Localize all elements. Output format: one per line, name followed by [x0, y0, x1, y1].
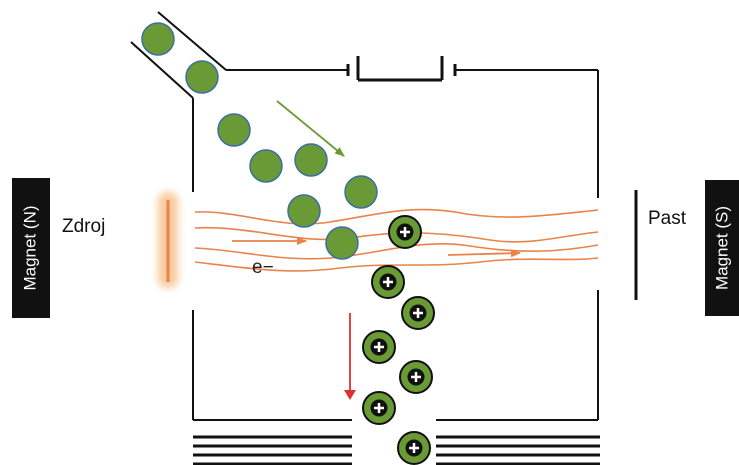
magnet-north-block [12, 178, 50, 318]
gas-inlet-wall-lower [130, 41, 194, 99]
neutral-atom [287, 194, 321, 228]
positive-ion [362, 391, 396, 425]
chamber-outline [130, 11, 599, 421]
neutral-atom [141, 22, 175, 56]
magnet-north: Magnet (N) [12, 178, 50, 318]
gas-inlet-wall-upper [157, 11, 227, 71]
neutral-atoms [141, 22, 378, 260]
neutral-atom [325, 226, 359, 260]
positive-ion [362, 330, 396, 364]
trap-label: Past [648, 208, 687, 229]
source-label: Zdroj [62, 216, 105, 237]
neutral-atom [217, 113, 251, 147]
positive-ion [399, 360, 433, 394]
positive-ion [371, 265, 405, 299]
electron-direction-arrow [447, 249, 521, 258]
ion-drift-arrowhead [344, 390, 356, 400]
positive-ion [401, 296, 435, 330]
electron-label: e− [252, 257, 274, 278]
neutral-atom [294, 143, 328, 177]
gas-flow-arrow [276, 100, 345, 157]
battery-symbol [346, 56, 457, 82]
neutral-atom [185, 60, 219, 94]
magnet-south-block [705, 180, 739, 316]
beam-line [194, 208, 599, 225]
positive-ions [362, 215, 435, 465]
beam-line [194, 257, 599, 272]
electron-beam [194, 208, 599, 272]
neutral-atom [344, 175, 378, 209]
extraction-grid [193, 435, 600, 465]
magnet-south: Magnet (S) [705, 180, 739, 316]
positive-ion [397, 431, 431, 465]
neutral-atom [249, 149, 283, 183]
filament [158, 192, 178, 288]
positive-ion [388, 215, 422, 249]
magnet-south-label: Magnet (S) [712, 206, 731, 290]
magnet-north-label: Magnet (N) [20, 205, 39, 290]
